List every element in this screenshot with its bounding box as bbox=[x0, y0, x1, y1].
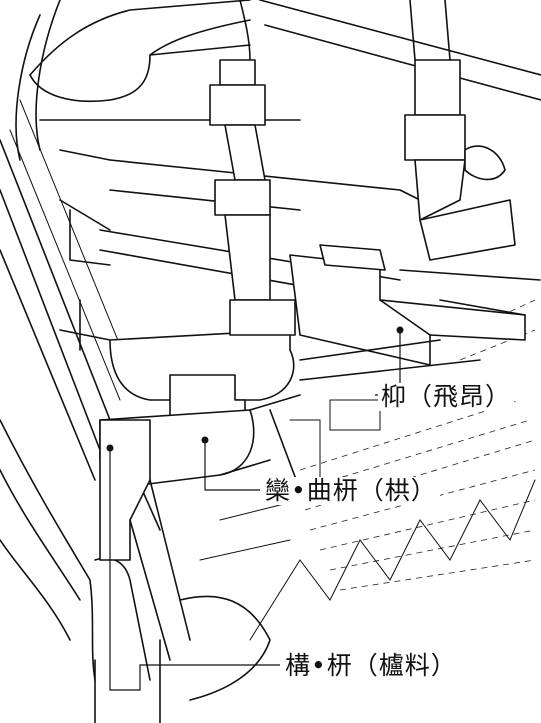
callout-dot-middle bbox=[201, 436, 209, 444]
middle-bracket bbox=[109, 299, 296, 421]
label-lower: 構•枅（櫨料） bbox=[282, 652, 460, 680]
label-middle: 欒•曲枅（栱） bbox=[262, 477, 440, 505]
callout-dot-lower bbox=[106, 444, 114, 452]
eave-roof bbox=[15, 0, 541, 161]
label-upper: 枊（飛昂） bbox=[378, 383, 515, 411]
right-post bbox=[404, 0, 516, 261]
upper-post bbox=[209, 59, 271, 301]
leader-lines bbox=[106, 326, 404, 691]
callout-dot-upper bbox=[396, 326, 404, 334]
ceiling-hatching bbox=[249, 299, 536, 641]
lower-dou-column bbox=[94, 419, 271, 723]
flying-ang-arm bbox=[289, 244, 541, 366]
mid-right-struts bbox=[199, 339, 481, 561]
